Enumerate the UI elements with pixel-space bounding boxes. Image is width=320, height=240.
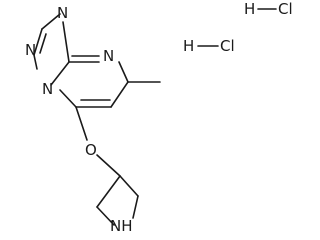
structure-canvas: N N N N O NH H Cl H Cl [25, 0, 293, 235]
atom-nh-azetidine: NH [110, 217, 133, 235]
azetidine-ring [96, 175, 139, 226]
triazole-ring [33, 13, 70, 86]
salt-h-1: H [244, 0, 255, 18]
atom-n-bridge: N [42, 80, 53, 98]
atom-n-ring-right: N [103, 47, 114, 65]
pyrimidine-ring [59, 55, 129, 108]
salt-cl-2: Cl [220, 37, 235, 55]
atom-n-top: N [57, 4, 68, 22]
salt-cl-1: Cl [278, 0, 293, 18]
atom-o-ether: O [85, 141, 97, 159]
molecule-drawing: N N N N O NH H Cl H Cl [25, 0, 293, 235]
ether-linkage [75, 106, 121, 177]
atom-n-ring-left: N [25, 41, 36, 59]
salt-h-2: H [183, 37, 194, 55]
